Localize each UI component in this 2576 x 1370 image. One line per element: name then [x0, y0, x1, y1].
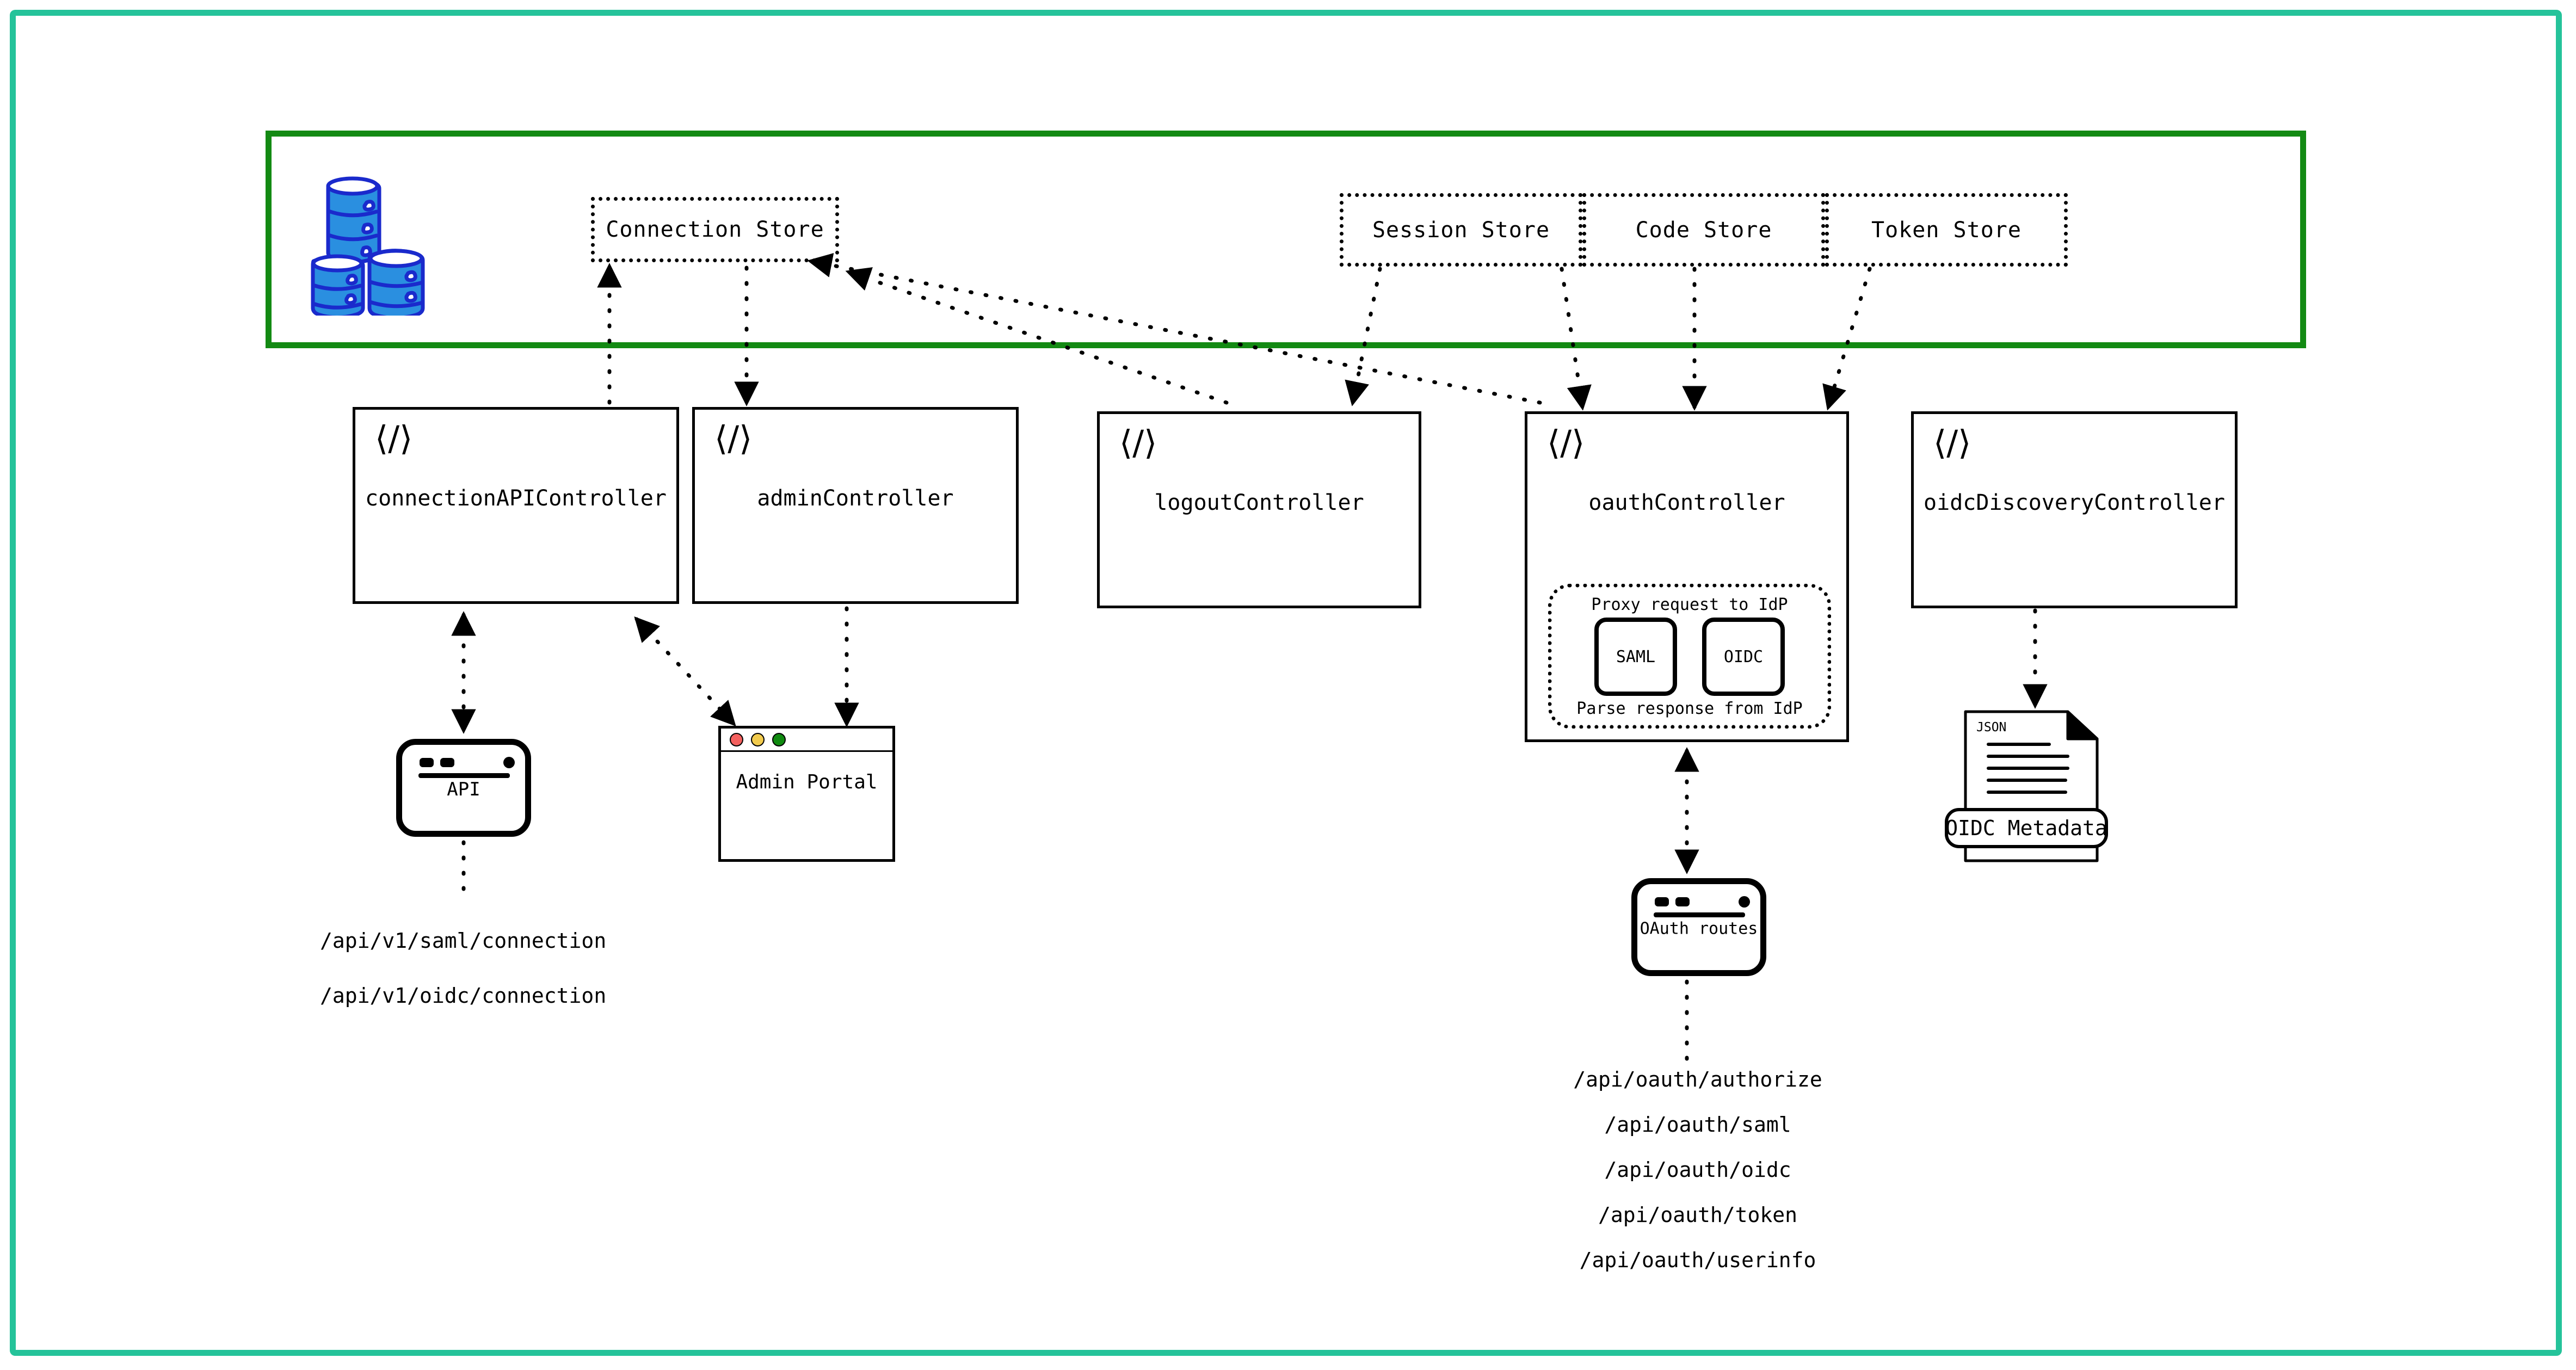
admin-portal-label: Admin Portal: [736, 771, 878, 793]
logout-controller-label: logoutController: [1154, 490, 1364, 515]
oauth-controller-label: oauthController: [1588, 490, 1785, 515]
code-store[interactable]: Code Store: [1582, 193, 1825, 267]
code-icon: ⟨/⟩: [1933, 423, 1971, 462]
svg-text:JSON: JSON: [1976, 720, 2006, 735]
window-control-dot: [1739, 896, 1750, 908]
oidc-metadata-label: OIDC Metadata: [1945, 816, 2107, 840]
window-title-rule: [418, 773, 510, 778]
oidc-metadata-pill[interactable]: OIDC Metadata: [1945, 808, 2108, 848]
endpoint-item: /api/oauth/authorize: [1573, 1067, 1822, 1091]
oauth-routes-node[interactable]: OAuth routes: [1631, 878, 1766, 976]
logout-controller[interactable]: ⟨/⟩ logoutController: [1097, 411, 1421, 608]
parse-response-caption: Parse response from IdP: [1576, 699, 1803, 718]
window-title-rule: [1654, 912, 1745, 917]
oauth-routes-label: OAuth routes: [1640, 919, 1758, 939]
oauth-controller[interactable]: ⟨/⟩ oauthController Proxy request to IdP…: [1525, 411, 1849, 742]
window-control-dot: [503, 757, 515, 768]
code-icon: ⟨/⟩: [714, 418, 753, 458]
endpoint-item: /api/oauth/saml: [1604, 1112, 1791, 1137]
database-stack-icon: [311, 176, 425, 316]
api-node-label: API: [447, 779, 480, 801]
endpoint-item: /api/oauth/oidc: [1604, 1157, 1791, 1182]
connection-store-label: Connection Store: [606, 217, 824, 242]
proxy-request-caption: Proxy request to IdP: [1591, 595, 1788, 614]
window-control-square: [420, 758, 434, 767]
connection-api-controller[interactable]: ⟨/⟩ connectionAPIController: [353, 407, 679, 604]
endpoint-item: /api/v1/oidc/connection: [320, 983, 607, 1008]
token-store[interactable]: Token Store: [1825, 193, 2068, 267]
window-control-square: [440, 758, 454, 767]
window-titlebar: [721, 729, 892, 752]
admin-controller[interactable]: ⟨/⟩ adminController: [692, 407, 1019, 604]
connection-store[interactable]: Connection Store: [591, 197, 839, 262]
saml-button-label: SAML: [1616, 647, 1656, 667]
connection-api-controller-label: connectionAPIController: [365, 486, 667, 511]
oidc-button-label: OIDC: [1723, 647, 1764, 667]
traffic-light-red-icon: [730, 732, 743, 746]
oidc-discovery-controller-label: oidcDiscoveryController: [1924, 490, 2225, 515]
code-icon: ⟨/⟩: [1119, 423, 1157, 462]
admin-controller-label: adminController: [757, 486, 954, 511]
traffic-light-green-icon: [772, 732, 786, 746]
oidc-button[interactable]: OIDC: [1702, 618, 1785, 696]
oidc-discovery-controller[interactable]: ⟨/⟩ oidcDiscoveryController: [1911, 411, 2238, 608]
session-store-label: Session Store: [1372, 217, 1550, 243]
oidc-metadata-document[interactable]: JSON OIDC Metadata: [1945, 707, 2108, 865]
proxy-idp-group: Proxy request to IdP SAML OIDC Parse res…: [1548, 584, 1831, 729]
code-icon: ⟨/⟩: [1547, 423, 1585, 462]
traffic-light-yellow-icon: [751, 732, 765, 746]
oauth-endpoints: /api/oauth/authorize /api/oauth/saml /ap…: [1507, 1064, 1888, 1276]
window-control-square: [1655, 897, 1669, 906]
token-store-label: Token Store: [1871, 217, 2022, 243]
code-icon: ⟨/⟩: [375, 418, 413, 458]
api-node[interactable]: API: [396, 739, 531, 837]
endpoint-item: /api/oauth/token: [1598, 1202, 1798, 1227]
endpoint-item: /api/v1/saml/connection: [320, 929, 607, 953]
connection-api-endpoints: /api/v1/saml/connection /api/v1/oidc/con…: [320, 925, 606, 1012]
admin-portal-window[interactable]: Admin Portal: [718, 726, 895, 862]
code-store-label: Code Store: [1635, 217, 1772, 243]
endpoint-item: /api/oauth/userinfo: [1579, 1248, 1816, 1272]
saml-button[interactable]: SAML: [1594, 618, 1677, 696]
session-store[interactable]: Session Store: [1340, 193, 1582, 267]
window-control-square: [1675, 897, 1690, 906]
